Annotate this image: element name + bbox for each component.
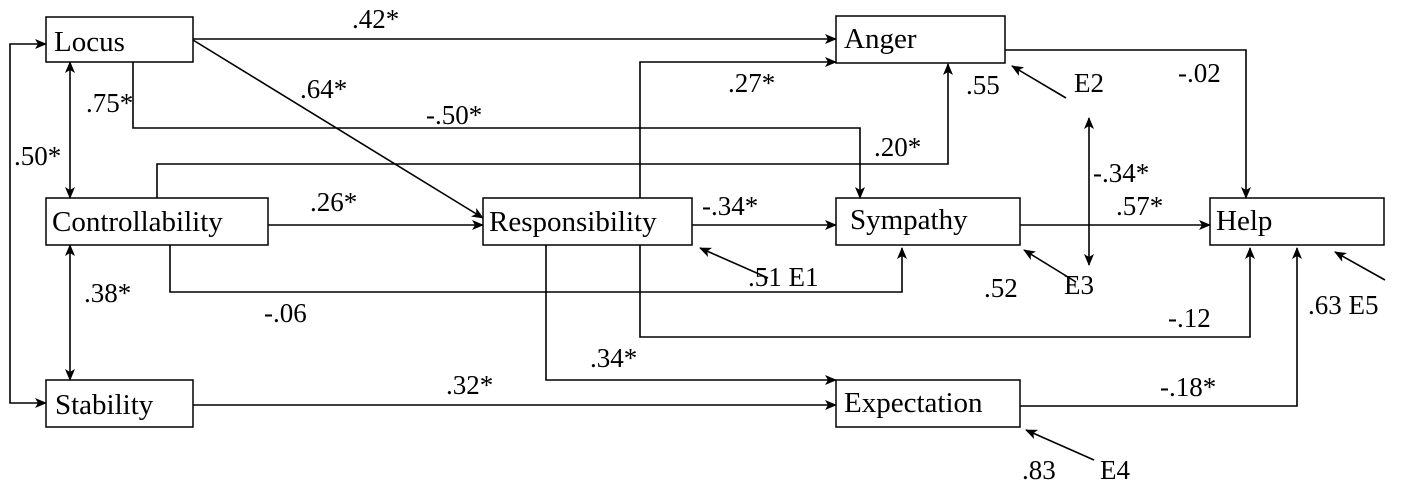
edge-controllability-sympathy: [169, 245, 907, 293]
edge-controllability-anger: [156, 63, 953, 198]
coef-responsibility-expectation: .34*: [590, 343, 637, 373]
coef-controllability-responsibility: .26*: [310, 187, 357, 217]
coef-e2-e3: -.34*: [1093, 158, 1149, 188]
edge-expectation-help: [1020, 247, 1302, 407]
node-responsibility-box: [482, 197, 693, 246]
edge-e3-sympathy: [1023, 249, 1077, 283]
coef-locus-responsibility: .64*: [300, 74, 347, 104]
error-e4-value: .83: [1022, 455, 1056, 485]
edge-e4-expectation: [1025, 429, 1095, 461]
node-controllability-label: Controllability: [52, 206, 223, 238]
node-anger-box: [835, 15, 1006, 64]
edge-locus-sympathy: [132, 62, 865, 199]
error-e2-value: .55: [966, 70, 1000, 100]
node-expectation-label: Expectation: [844, 387, 983, 419]
coefficient-labels: .42* .64* -.50* .75* .50* .38* .26* .20*…: [14, 4, 1221, 402]
coef-stability-expectation: .32*: [446, 370, 493, 400]
edge-e1-responsibility: [699, 247, 769, 279]
error-e3-label: E3: [1064, 270, 1094, 300]
error-e3-value: .52: [984, 273, 1018, 303]
node-anger: Anger: [835, 15, 1006, 64]
error-e4-label: E4: [1100, 455, 1130, 485]
coef-locus-stability: .50*: [14, 141, 61, 171]
coef-responsibility-anger: .27*: [728, 68, 775, 98]
node-controllability-box: [45, 197, 269, 246]
edge-locus-responsibility: [192, 39, 484, 219]
coef-controllability-sympathy: -.06: [264, 298, 307, 328]
edge-responsibility-help: [639, 245, 1255, 338]
coef-responsibility-sympathy: -.34*: [702, 191, 758, 221]
node-sympathy-label: Sympathy: [850, 204, 968, 236]
coef-locus-sympathy: -.50*: [426, 100, 482, 130]
coef-controllability-anger: .20*: [874, 132, 921, 162]
node-sympathy: Sympathy: [835, 197, 1021, 246]
node-locus-box: [45, 16, 194, 63]
coef-sympathy-help: .57*: [1116, 191, 1163, 221]
node-expectation: Expectation: [835, 379, 1021, 428]
edge-responsibility-expectation: [545, 245, 837, 385]
edges: [9, 34, 1386, 461]
error-labels: .51 E1 E2 .55 E3 .52 E4 .83 .63 E5: [748, 68, 1379, 485]
coef-responsibility-help: -.12: [1168, 303, 1211, 333]
edge-e2-anger: [1011, 65, 1067, 99]
coef-locus-controllability: .75*: [86, 88, 133, 118]
node-anger-label: Anger: [844, 23, 917, 55]
node-locus-label: Locus: [54, 26, 125, 58]
node-sympathy-box: [835, 197, 1021, 246]
node-responsibility: Responsibility: [482, 197, 693, 246]
error-e1: .51 E1: [748, 262, 819, 292]
node-help-label: Help: [1216, 205, 1272, 237]
node-help: Help: [1209, 197, 1385, 246]
error-e2-label: E2: [1074, 68, 1104, 98]
coef-anger-help: -.02: [1178, 58, 1221, 88]
edge-locus-stability: [9, 39, 47, 408]
edge-responsibility-anger: [639, 57, 837, 198]
edge-e5-help: [1334, 251, 1386, 281]
coef-expectation-help: -.18*: [1160, 372, 1216, 402]
node-responsibility-label: Responsibility: [489, 206, 657, 238]
node-controllability: Controllability: [45, 197, 269, 246]
node-stability-label: Stability: [55, 389, 154, 421]
node-stability-box: [45, 379, 194, 428]
coef-controllability-stability: .38*: [84, 278, 131, 308]
node-help-box: [1209, 197, 1385, 246]
node-stability: Stability: [45, 379, 194, 428]
edge-anger-help: [1005, 49, 1251, 199]
node-locus: Locus: [45, 16, 194, 63]
node-expectation-box: [835, 379, 1021, 428]
error-e5: .63 E5: [1308, 290, 1379, 320]
coef-locus-anger: .42*: [352, 4, 399, 34]
